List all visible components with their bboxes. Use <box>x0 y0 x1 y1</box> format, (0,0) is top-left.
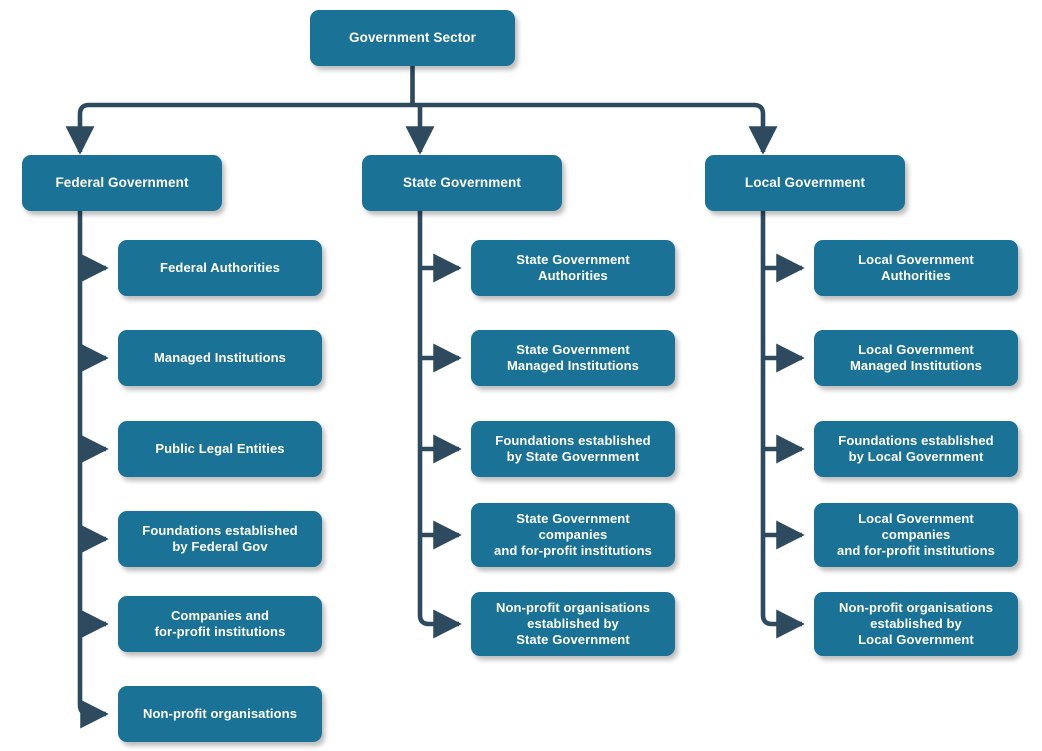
node-state-child-4-label: Non-profit organisations established by … <box>495 600 651 647</box>
node-federal-child-3[interactable]: Foundations established by Federal Gov <box>118 511 322 567</box>
node-state-child-2-label: Foundations established by State Governm… <box>495 433 651 464</box>
node-state-child-0-label: State Government Authorities <box>516 252 630 283</box>
node-state-government-label: State Government <box>403 174 521 190</box>
trunk-federal <box>77 211 109 729</box>
trunk-state <box>417 211 462 639</box>
node-local-child-4[interactable]: Non-profit organisations established by … <box>814 592 1018 656</box>
node-local-child-3[interactable]: Local Government companies and for-profi… <box>814 503 1018 567</box>
node-federal-government-label: Federal Government <box>55 174 189 190</box>
node-federal-child-0[interactable]: Federal Authorities <box>118 240 322 296</box>
node-federal-child-4-label: Companies and for-profit institutions <box>154 608 286 639</box>
node-local-government-label: Local Government <box>744 174 866 190</box>
node-local-child-2[interactable]: Foundations established by Local Governm… <box>814 421 1018 477</box>
node-local-child-4-label: Non-profit organisations established by … <box>838 600 994 647</box>
node-local-child-1[interactable]: Local Government Managed Institutions <box>814 330 1018 386</box>
node-local-child-2-label: Foundations established by Local Governm… <box>838 433 994 464</box>
node-government-sector[interactable]: Government Sector <box>310 10 515 66</box>
node-state-child-3[interactable]: State Government companies and for-profi… <box>471 503 675 567</box>
node-state-child-3-label: State Government companies and for-profi… <box>494 511 652 558</box>
node-local-government[interactable]: Local Government <box>705 155 905 211</box>
node-local-child-3-label: Local Government companies and for-profi… <box>837 511 995 558</box>
node-federal-government[interactable]: Federal Government <box>22 155 222 211</box>
node-local-child-0[interactable]: Local Government Authorities <box>814 240 1018 296</box>
node-state-child-1[interactable]: State Government Managed Institutions <box>471 330 675 386</box>
node-state-child-1-label: State Government Managed Institutions <box>507 342 639 373</box>
node-federal-child-1-label: Managed Institutions <box>154 350 286 366</box>
node-state-child-0[interactable]: State Government Authorities <box>471 240 675 296</box>
trunk-local <box>760 211 805 639</box>
node-state-child-2[interactable]: Foundations established by State Governm… <box>471 421 675 477</box>
node-federal-child-0-label: Federal Authorities <box>160 260 280 276</box>
node-local-child-0-label: Local Government Authorities <box>858 252 974 283</box>
node-federal-child-2[interactable]: Public Legal Entities <box>118 421 322 477</box>
node-state-child-4[interactable]: Non-profit organisations established by … <box>471 592 675 656</box>
node-federal-child-2-label: Public Legal Entities <box>155 441 285 457</box>
node-federal-child-5[interactable]: Non-profit organisations <box>118 686 322 742</box>
node-federal-child-5-label: Non-profit organisations <box>142 706 298 722</box>
node-federal-child-1[interactable]: Managed Institutions <box>118 330 322 386</box>
node-government-sector-label: Government Sector <box>349 29 476 45</box>
node-federal-child-3-label: Foundations established by Federal Gov <box>142 523 298 554</box>
branch-bus <box>77 102 766 115</box>
node-state-government[interactable]: State Government <box>362 155 562 211</box>
node-federal-child-4[interactable]: Companies and for-profit institutions <box>118 596 322 652</box>
node-local-child-1-label: Local Government Managed Institutions <box>850 342 982 373</box>
